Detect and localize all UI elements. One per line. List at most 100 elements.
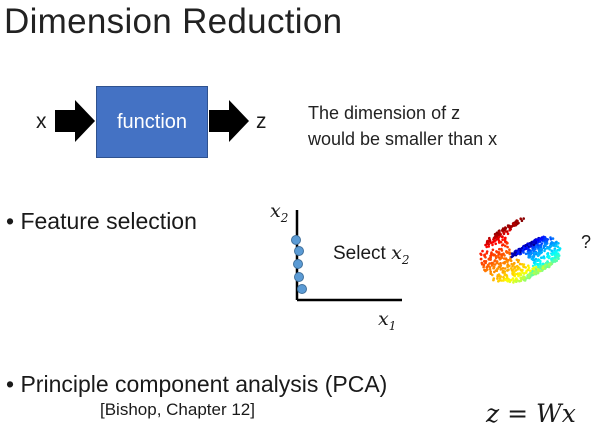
swiss-roll-dot [551, 243, 555, 247]
swiss-roll-dot [514, 273, 517, 276]
swiss-roll-dot [554, 244, 558, 248]
swiss-roll-dot [539, 245, 543, 249]
swiss-roll-dot [496, 277, 499, 280]
swiss-roll-dot [492, 277, 496, 280]
swiss-roll-dot [489, 272, 492, 275]
swiss-roll-dot [501, 243, 505, 246]
swiss-roll-dot [534, 257, 538, 261]
swiss-roll-dot [481, 249, 484, 253]
swiss-roll-dot [544, 244, 547, 247]
function-box-label: function [116, 110, 188, 133]
swiss-roll-dot [529, 269, 532, 273]
swiss-roll-dot [542, 255, 546, 258]
swiss-roll-dot [531, 270, 534, 273]
swiss-roll-dot [484, 256, 487, 259]
swiss-roll-dot [506, 263, 510, 266]
swiss-roll-dot [543, 267, 547, 270]
swiss-roll-dot [524, 271, 528, 274]
swiss-roll-dot [535, 271, 539, 275]
swiss-roll-dot [532, 271, 536, 275]
swiss-roll-dot [513, 261, 516, 265]
swiss-roll-dot [529, 241, 533, 244]
swiss-roll-dot [490, 261, 493, 265]
swiss-roll-dot [541, 262, 545, 266]
swiss-roll-dot [533, 251, 536, 255]
input-arrow-icon [55, 100, 95, 142]
swiss-roll-dot [490, 264, 494, 267]
swiss-roll-dot [522, 278, 526, 282]
swiss-roll-dot [493, 236, 497, 240]
swiss-roll-dot [506, 241, 509, 245]
swiss-roll-dot [503, 272, 506, 275]
swiss-roll-dot [532, 258, 536, 262]
swiss-roll-dot [485, 266, 488, 269]
swiss-roll-dot [497, 273, 501, 276]
swiss-roll-dot [539, 259, 542, 263]
swiss-roll-dot [487, 245, 490, 248]
swiss-roll-dot [516, 272, 519, 276]
swiss-roll-dot [516, 265, 520, 269]
swiss-roll-dot [516, 268, 519, 271]
swiss-roll-dot [537, 253, 540, 257]
swiss-roll-dot [497, 251, 501, 254]
swiss-roll-dot [540, 250, 543, 254]
swiss-roll-dot [495, 255, 498, 258]
swiss-roll-dot [531, 248, 535, 252]
swiss-roll-dot [508, 248, 511, 251]
bullet-feature-selection: • Feature selection [6, 207, 197, 235]
swiss-roll-dot [504, 226, 508, 230]
dimension-description: The dimension of z would be smaller than… [308, 100, 497, 152]
citation: [Bishop, Chapter 12] [100, 400, 255, 419]
swiss-roll-dot [492, 266, 496, 270]
swiss-roll-dot [534, 263, 538, 266]
swiss-roll-dot [506, 265, 509, 269]
select-var: x [391, 242, 402, 264]
swiss-roll-dot [493, 232, 497, 236]
swiss-roll-dot [496, 267, 499, 270]
swiss-roll-dot [515, 219, 518, 222]
swiss-roll-dot [513, 252, 516, 256]
swiss-roll-dot [535, 265, 538, 269]
swiss-roll-dot [506, 245, 509, 249]
swiss-roll-dot [531, 246, 534, 250]
swiss-roll-dot [499, 264, 502, 268]
swiss-roll-dot [487, 243, 491, 246]
swiss-roll-dot [511, 277, 515, 280]
swiss-roll-dot [501, 238, 504, 242]
swiss-roll-dot [496, 275, 499, 278]
swiss-roll-dot [534, 247, 537, 251]
swiss-roll-dot [485, 242, 489, 246]
swiss-roll-dot [519, 273, 523, 276]
input-label: x [36, 110, 47, 133]
swiss-roll-dot [490, 251, 493, 254]
feature-selection-plot [291, 210, 402, 302]
swiss-roll-dot [480, 253, 483, 256]
x-axis-label: x1 [378, 308, 396, 337]
swiss-roll-dot [547, 265, 551, 269]
swiss-roll-dot [536, 244, 540, 247]
swiss-roll-dot [550, 253, 554, 257]
swiss-roll-dot [505, 230, 509, 233]
pca-equation: z = Wx [486, 399, 576, 428]
bullet-marker: • [6, 371, 15, 397]
slide-title: Dimension Reduction [4, 2, 343, 41]
data-point [291, 235, 301, 245]
swiss-roll-dot [537, 268, 540, 271]
swiss-roll-dot [515, 258, 519, 262]
data-point [294, 272, 304, 282]
bullet-text: Principle component analysis (PCA) [20, 371, 388, 397]
y-axis-label: x2 [270, 200, 288, 229]
swiss-roll-dot [524, 252, 528, 256]
swiss-roll-dot [550, 241, 554, 244]
swiss-roll-dot [495, 237, 499, 241]
swiss-roll-dot [503, 239, 507, 242]
swiss-roll-dot [556, 245, 560, 248]
swiss-roll-dot [497, 233, 501, 236]
swiss-roll-dot [502, 279, 505, 282]
bullet-pca: • Principle component analysis (PCA) [6, 370, 387, 398]
swiss-roll-dot [510, 262, 513, 266]
function-box: function [96, 86, 208, 158]
swiss-roll-image [479, 217, 562, 284]
swiss-roll-dot [485, 252, 488, 255]
y-axis-var: x [270, 200, 281, 222]
